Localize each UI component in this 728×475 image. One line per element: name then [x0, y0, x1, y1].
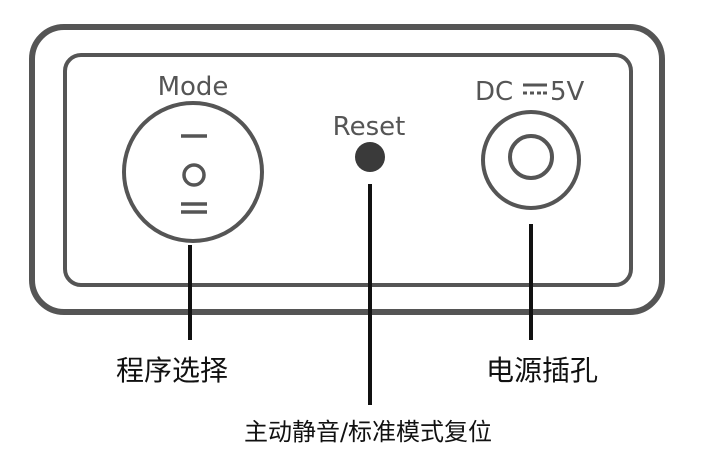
power-jack-inner — [508, 134, 554, 180]
outer-housing — [29, 24, 665, 315]
reset-button[interactable] — [355, 142, 385, 172]
power-jack-outer[interactable] — [481, 110, 581, 210]
mode-position-circle-icon — [182, 163, 206, 187]
power-jack-callout: 电源插孔 — [486, 354, 598, 387]
inner-panel — [63, 53, 633, 287]
program-select-callout: 程序选择 — [116, 354, 228, 387]
reset-label: Reset — [333, 112, 406, 142]
dc-voltage-label: 5V — [550, 77, 585, 107]
mode-switch[interactable] — [122, 101, 264, 243]
power-jack[interactable] — [481, 110, 581, 210]
dc-symbol-icon — [523, 83, 547, 95]
dc-label: DC — [475, 77, 513, 107]
reset-function-callout: 主动静音/标准模式复位 — [244, 418, 492, 446]
mode-label: Mode — [158, 72, 229, 102]
mode-switch-ring[interactable] — [122, 101, 264, 243]
